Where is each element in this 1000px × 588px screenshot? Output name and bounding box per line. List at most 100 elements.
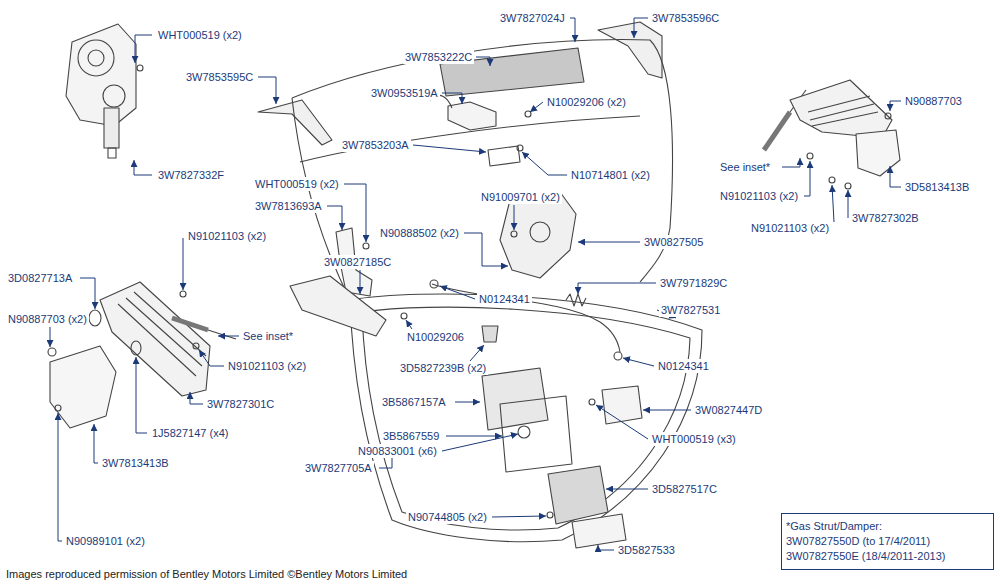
- leader-line: [134, 160, 152, 175]
- leader-line: [606, 489, 648, 490]
- leader-line: [406, 320, 412, 329]
- washer: [518, 426, 530, 438]
- screw: [180, 291, 186, 297]
- screw: [517, 145, 523, 151]
- part-number: N90989101 (x2): [64, 534, 147, 548]
- part-number: 3W7853203A: [340, 138, 411, 152]
- leader-line: [360, 270, 361, 294]
- part-number: 3W7853595C: [184, 70, 255, 84]
- credit-note: Images reproduced permission of Bentley …: [4, 567, 409, 581]
- tailgate-lower: [350, 294, 702, 542]
- part-number: 3D0827713A: [6, 271, 74, 285]
- leader-line: [522, 152, 567, 175]
- nut: [363, 243, 369, 249]
- leader-line: [135, 35, 152, 63]
- gas-strut: [764, 112, 790, 150]
- leader-line: [634, 18, 648, 38]
- part-number: 3D5827533: [616, 543, 677, 557]
- leader-line: [413, 145, 486, 152]
- leader-line: [344, 184, 366, 242]
- leader-line: [578, 283, 656, 294]
- hinge: [790, 80, 892, 138]
- motor-connector: [108, 148, 116, 158]
- part-number: 3W7827705A: [303, 461, 374, 475]
- part-number: 3W0827185C: [322, 255, 393, 269]
- part-number: 3D5827517C: [650, 482, 719, 496]
- leader-line: [623, 358, 654, 366]
- screw: [511, 231, 517, 237]
- part-number: N10029206: [405, 330, 466, 344]
- screw: [193, 343, 199, 349]
- part-number: 3W0827505: [642, 235, 705, 249]
- part-number: N0124341: [477, 292, 532, 306]
- part-number: N90888502 (x2): [378, 226, 461, 240]
- leader-line: [514, 205, 515, 230]
- bracket: [602, 386, 642, 424]
- leader-line: [782, 158, 800, 167]
- hinge-spring: [808, 96, 878, 126]
- part-number: 3W0953519A: [369, 86, 440, 100]
- leader-line: [58, 413, 62, 541]
- tailgate-seal: [362, 307, 690, 530]
- leader-line: [578, 242, 640, 243]
- screw: [401, 313, 407, 319]
- ring: [131, 341, 141, 355]
- hinge-cover: [856, 130, 900, 176]
- ring: [89, 310, 101, 326]
- part-number: N0124341: [656, 359, 711, 373]
- nut: [137, 65, 143, 71]
- leader-line: [440, 286, 475, 299]
- leader-line: [598, 545, 614, 550]
- part-number: N90887703: [903, 94, 964, 108]
- handle: [548, 466, 608, 524]
- part-number: N91021103 (x2): [226, 359, 308, 373]
- part-number: 3W7827302B: [850, 211, 921, 225]
- leader-line: [890, 166, 901, 187]
- leader-line: [442, 93, 462, 104]
- screw: [55, 405, 61, 411]
- latch-detail: [530, 222, 550, 242]
- gas-strut: [172, 318, 208, 330]
- hinge: [100, 282, 210, 396]
- note-box: *Gas Strut/Damper:3W07827550D (to 17/4/2…: [781, 513, 994, 570]
- inset-note: See inset*: [718, 160, 772, 174]
- part-number: N10029206 (x2): [545, 95, 628, 109]
- leader-line: [190, 392, 203, 404]
- leader-line: [80, 278, 95, 309]
- inset-note: See inset*: [241, 329, 295, 343]
- screw: [807, 153, 813, 159]
- part-number: N91021103 (x2): [718, 189, 800, 203]
- motor-cylinder: [104, 108, 119, 148]
- leader-line: [258, 77, 276, 104]
- leader-line: [446, 436, 502, 437]
- hinge-spring: [118, 292, 206, 376]
- screw: [547, 512, 553, 518]
- leader-line: [832, 185, 834, 222]
- leader-line: [848, 190, 849, 218]
- leader-line: [327, 206, 342, 230]
- part-number: N90833001 (x6): [356, 444, 439, 458]
- part-number: N91009701 (x2): [479, 190, 562, 204]
- nut: [885, 113, 891, 119]
- trim-right: [598, 22, 662, 78]
- part-number: N90744805 (x2): [406, 510, 489, 524]
- gas-strut-rod: [208, 330, 236, 339]
- part-number: N10714801 (x2): [569, 168, 652, 182]
- part-number: 3W7827332F: [156, 168, 226, 182]
- part-number: 3W7853596C: [650, 11, 721, 25]
- latch: [500, 192, 576, 278]
- leader-line: [492, 516, 546, 517]
- leader-line: [804, 161, 810, 196]
- motor-body: [66, 24, 136, 126]
- nut: [589, 399, 595, 405]
- bracket: [448, 102, 496, 130]
- part-number: 3B5867157A: [380, 395, 448, 409]
- leader-line: [218, 336, 239, 337]
- clip: [614, 352, 622, 360]
- gasket: [500, 396, 572, 472]
- hinge-cover: [50, 346, 116, 428]
- part-number: 3W7813413B: [100, 456, 171, 470]
- cable-spring: [566, 294, 586, 306]
- hinge-arm: [290, 276, 386, 336]
- note-body: 3W07827550D (to 17/4/2011) 3W07827550E (…: [786, 534, 989, 564]
